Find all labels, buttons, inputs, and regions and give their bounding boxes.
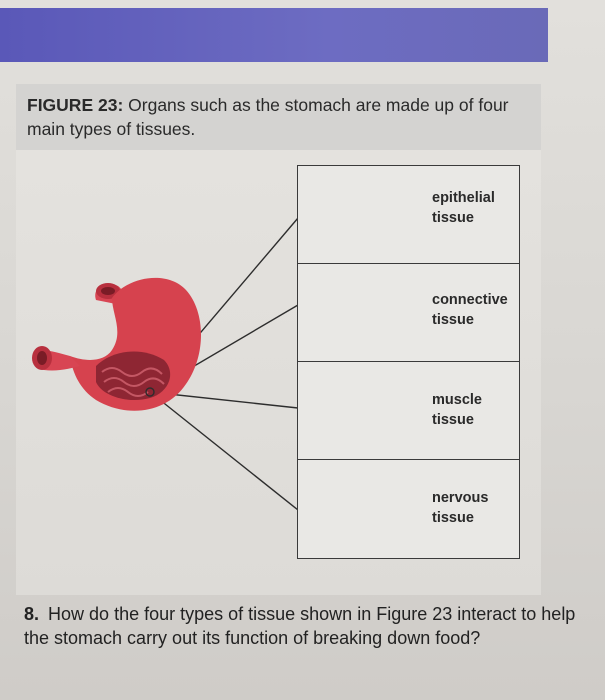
figure-caption-text: Organs such as the stomach are made up o… [27, 95, 509, 139]
tissue-panels: epithelial tissue connective tissue musc… [297, 165, 520, 559]
caption-box [16, 84, 541, 150]
tissue-word: tissue [432, 412, 474, 428]
tissue-word: tissue [432, 312, 474, 328]
tissue-word: tissue [432, 510, 474, 526]
header-banner [0, 8, 548, 62]
tissue-name: muscle [432, 392, 482, 408]
tissue-name: connective [432, 292, 508, 308]
figure-caption: FIGURE 23: Organs such as the stomach ar… [27, 93, 527, 141]
tissue-word: tissue [432, 210, 474, 226]
panel-muscle: muscle tissue [298, 362, 519, 460]
connector-line [149, 391, 299, 511]
tissue-name: epithelial [432, 190, 495, 206]
epithelial-label: epithelial tissue [432, 188, 495, 228]
nervous-label: nervous tissue [432, 488, 488, 528]
figure-label: FIGURE 23: [27, 95, 124, 115]
question-8: 8. How do the four types of tissue shown… [24, 602, 584, 650]
question-text: How do the four types of tissue shown in… [24, 604, 576, 648]
panel-nervous: nervous tissue [298, 460, 519, 558]
connective-label: connective tissue [432, 290, 508, 330]
tissue-name: nervous [432, 490, 489, 506]
panel-epithelial: epithelial tissue [298, 166, 519, 264]
panel-connective: connective tissue [298, 264, 519, 362]
stomach-illustration [32, 277, 201, 411]
muscle-label: muscle tissue [432, 390, 482, 430]
question-number: 8. [24, 604, 40, 624]
